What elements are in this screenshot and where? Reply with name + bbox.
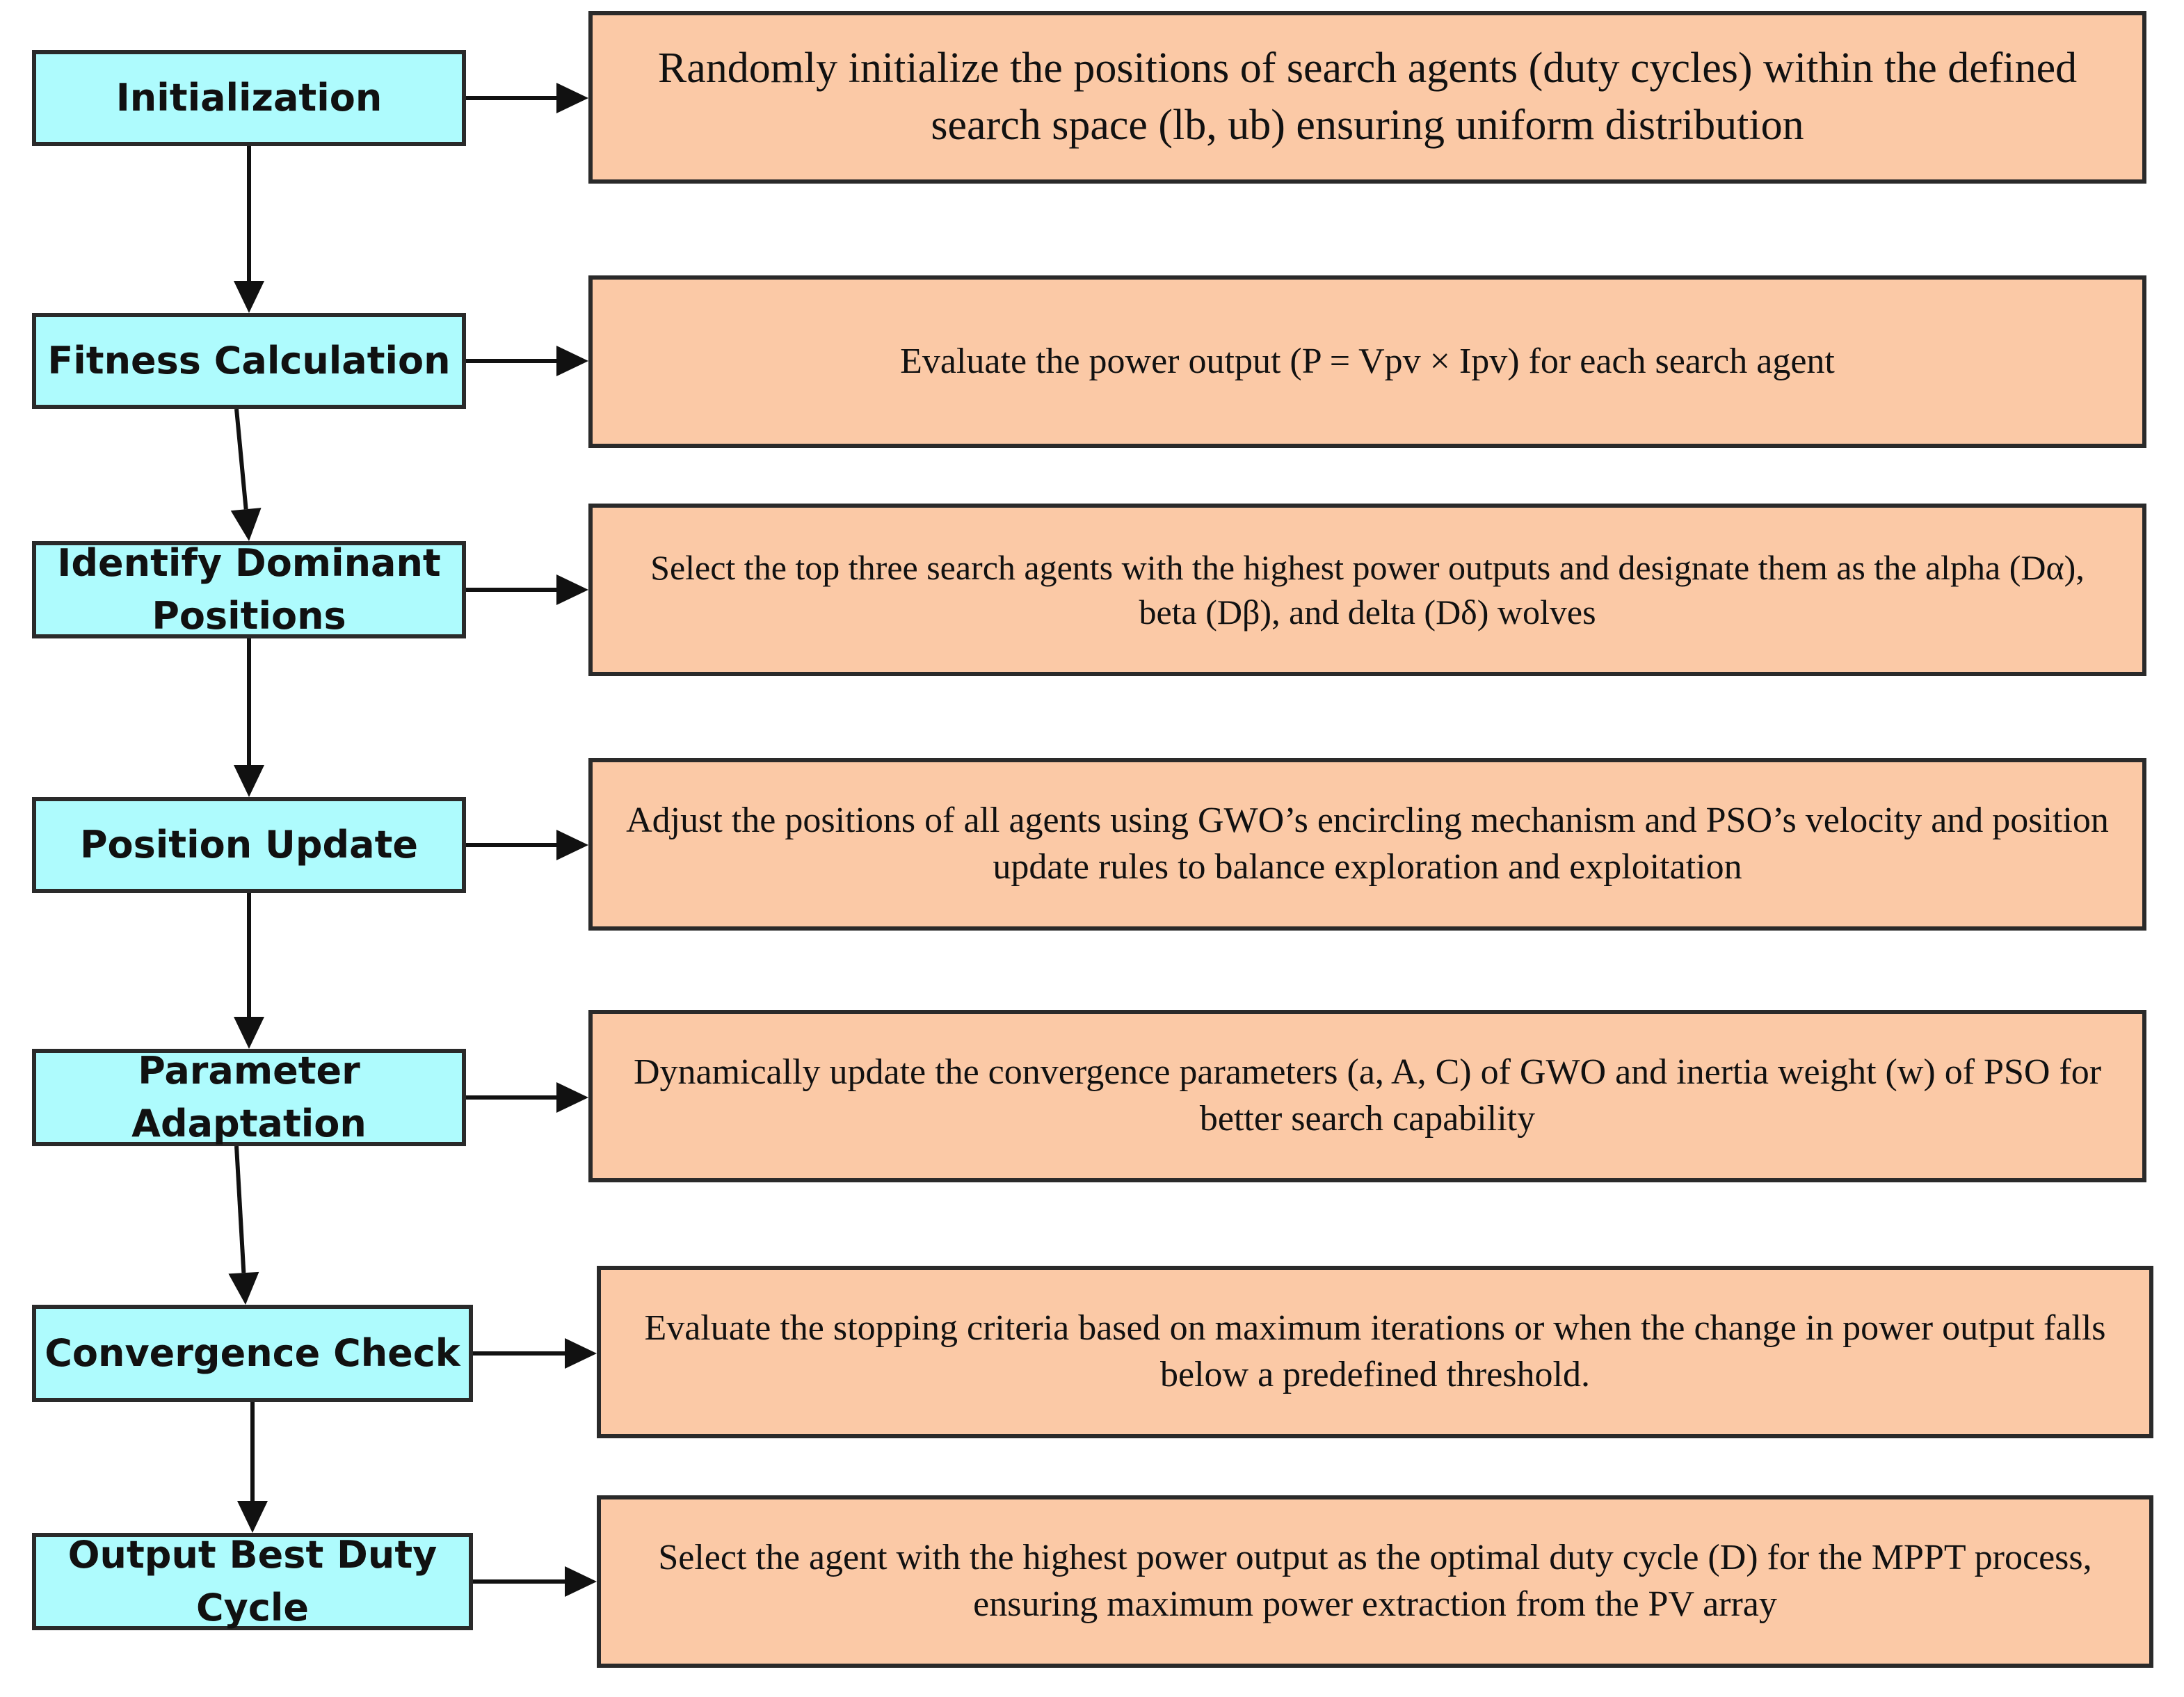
step-fitness-calculation: Fitness Calculation: [32, 313, 466, 409]
step-output-best-duty-cycle: Output Best Duty Cycle: [32, 1533, 473, 1630]
arrow-step-5-to-description: [473, 1338, 597, 1369]
arrow-step-2-to-description: [466, 574, 588, 605]
description-output-best-duty-cycle-text: Select the agent with the highest power …: [658, 1538, 2092, 1624]
arrow-step-4-to-description: [466, 1082, 588, 1113]
arrow-step-1-to-description: [466, 346, 588, 376]
arrow-step-0-to-description: [466, 83, 588, 113]
step-initialization: Initialization: [32, 50, 466, 146]
description-identify-dominant-positions: Select the top three search agents with …: [588, 504, 2146, 676]
description-parameter-adaptation: Dynamically update the convergence param…: [588, 1010, 2146, 1182]
description-convergence-check-text: Evaluate the stopping criteria based on …: [644, 1308, 2106, 1394]
arrow-step-1-to-step-2: [230, 408, 262, 541]
description-parameter-adaptation-text: Dynamically update the convergence param…: [633, 1052, 2102, 1139]
description-fitness-calculation-text: Evaluate the power output (P = Vpv × Ipv…: [900, 341, 1835, 381]
description-position-update-text: Adjust the positions of all agents using…: [626, 801, 2109, 887]
description-output-best-duty-cycle: Select the agent with the highest power …: [597, 1495, 2153, 1668]
arrow-step-2-to-step-3: [234, 638, 264, 797]
description-identify-dominant-positions-text: Select the top three search agents with …: [650, 548, 2085, 632]
step-identify-dominant-positions: Identify Dominant Positions: [32, 541, 466, 638]
arrow-step-3-to-description: [466, 830, 588, 860]
description-fitness-calculation: Evaluate the power output (P = Vpv × Ipv…: [588, 275, 2146, 448]
description-convergence-check: Evaluate the stopping criteria based on …: [597, 1266, 2153, 1438]
arrow-step-5-to-step-6: [237, 1402, 268, 1533]
arrow-step-0-to-step-1: [234, 146, 264, 313]
step-position-update: Position Update: [32, 797, 466, 893]
description-initialization: Randomly initialize the positions of sea…: [588, 11, 2146, 184]
description-position-update: Adjust the positions of all agents using…: [588, 758, 2146, 931]
step-convergence-check: Convergence Check: [32, 1305, 473, 1402]
step-parameter-adaptation: Parameter Adaptation: [32, 1049, 466, 1146]
arrow-step-6-to-description: [473, 1566, 597, 1597]
arrow-step-3-to-step-4: [234, 893, 264, 1049]
arrow-step-4-to-step-5: [228, 1145, 259, 1305]
description-initialization-text: Randomly initialize the positions of sea…: [657, 45, 2078, 149]
